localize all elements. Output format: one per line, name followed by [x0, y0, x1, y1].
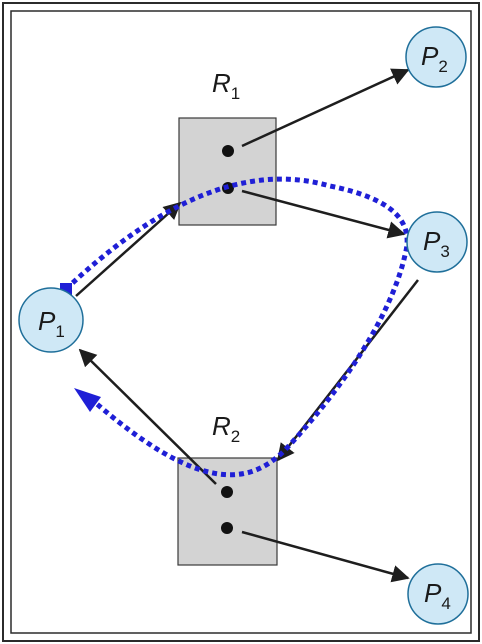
edge-r2-to-p1	[78, 348, 217, 485]
process-p2-circle	[405, 26, 467, 88]
edge-r1-to-p2	[241, 68, 410, 148]
resource-r1-instance-1	[222, 145, 234, 157]
resource-r1-label: R1	[212, 68, 240, 103]
resource-r1-box	[178, 117, 277, 226]
process-p3-label: P3	[423, 226, 450, 261]
resource-r2-instance-1	[221, 486, 233, 498]
cycle-arrowhead	[74, 388, 101, 412]
resource-r2-label: R2	[212, 411, 240, 446]
process-p4-label: P4	[424, 578, 451, 613]
resource-r2-box	[177, 457, 278, 566]
cycle-path	[64, 176, 410, 478]
inner-frame	[10, 10, 472, 634]
edge-r1-to-p3	[241, 189, 406, 239]
process-p3-circle	[406, 211, 468, 273]
process-p2-label: P2	[421, 41, 448, 76]
resource-r2-instance-2	[221, 522, 233, 534]
process-p4-circle	[407, 563, 469, 625]
process-p1-circle	[18, 287, 84, 353]
edge-r2-to-p4	[241, 530, 410, 583]
process-p1-label: P1	[38, 306, 65, 341]
edge-p1-to-r1	[75, 201, 182, 297]
